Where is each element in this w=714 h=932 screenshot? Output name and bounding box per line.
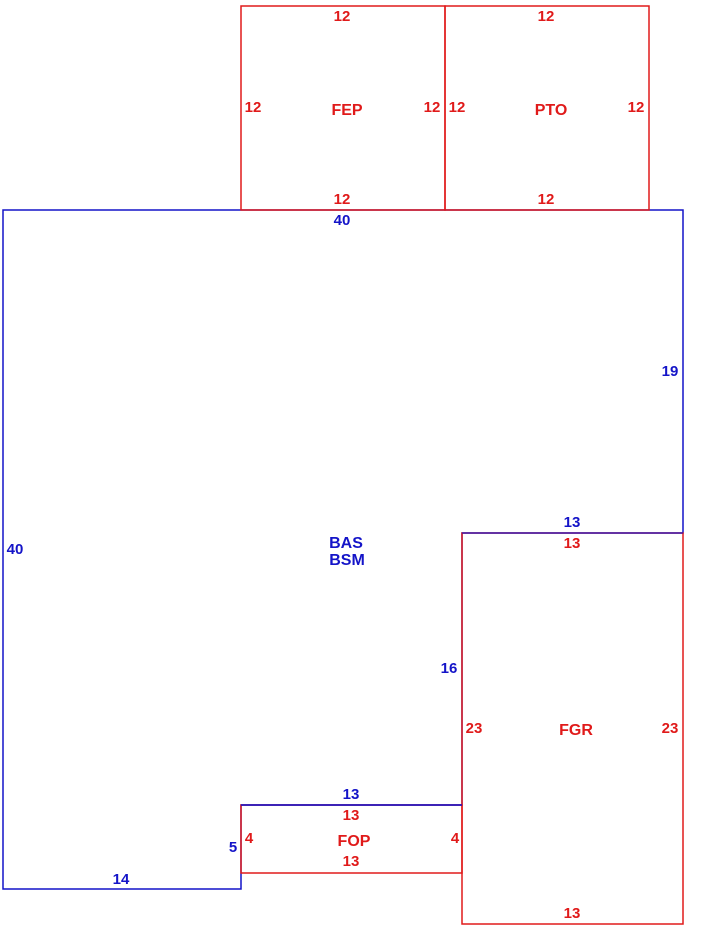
pto-top-dimension: 12	[538, 8, 555, 25]
fgr-area-label: FGR	[559, 722, 593, 739]
bas-area-label: BAS	[329, 535, 363, 552]
fep-left-dimension: 12	[245, 99, 262, 116]
fep-right-dimension: 12	[424, 99, 441, 116]
fgr-bottom-dimension: 13	[564, 905, 581, 922]
bsm-area-label: BSM	[329, 552, 365, 569]
bas-step-left-dimension: 5	[229, 839, 237, 856]
fep-bottom-dimension: 12	[334, 191, 351, 208]
fop-left-dimension: 4	[245, 830, 254, 847]
pto-bottom-dimension: 12	[538, 191, 555, 208]
pto-right-dimension: 12	[628, 99, 645, 116]
pto-area-label: PTO	[535, 102, 568, 119]
bas-right-dimension: 19	[662, 363, 679, 380]
fep-area-label: FEP	[331, 102, 362, 119]
fop-top-dimension: 13	[343, 807, 360, 824]
pto-outline	[444, 5, 650, 211]
bas-notch-left-dimension: 16	[441, 660, 458, 677]
bas-notch-top-dimension: 13	[564, 514, 581, 531]
fop-right-dimension: 4	[451, 830, 460, 847]
fop-area-label: FOP	[338, 833, 371, 850]
fgr-left-dimension: 23	[466, 720, 483, 737]
fgr-right-dimension: 23	[662, 720, 679, 737]
bas-bottom-dimension: 14	[113, 871, 130, 888]
fop-bottom-dimension: 13	[343, 853, 360, 870]
bas-left-dimension: 40	[7, 541, 24, 558]
bas-top-dimension: 40	[334, 212, 351, 229]
bas-step-top-dimension: 13	[343, 786, 360, 803]
fep-top-dimension: 12	[334, 8, 351, 25]
fgr-top-dimension: 13	[564, 535, 581, 552]
pto-left-dimension: 12	[449, 99, 466, 116]
